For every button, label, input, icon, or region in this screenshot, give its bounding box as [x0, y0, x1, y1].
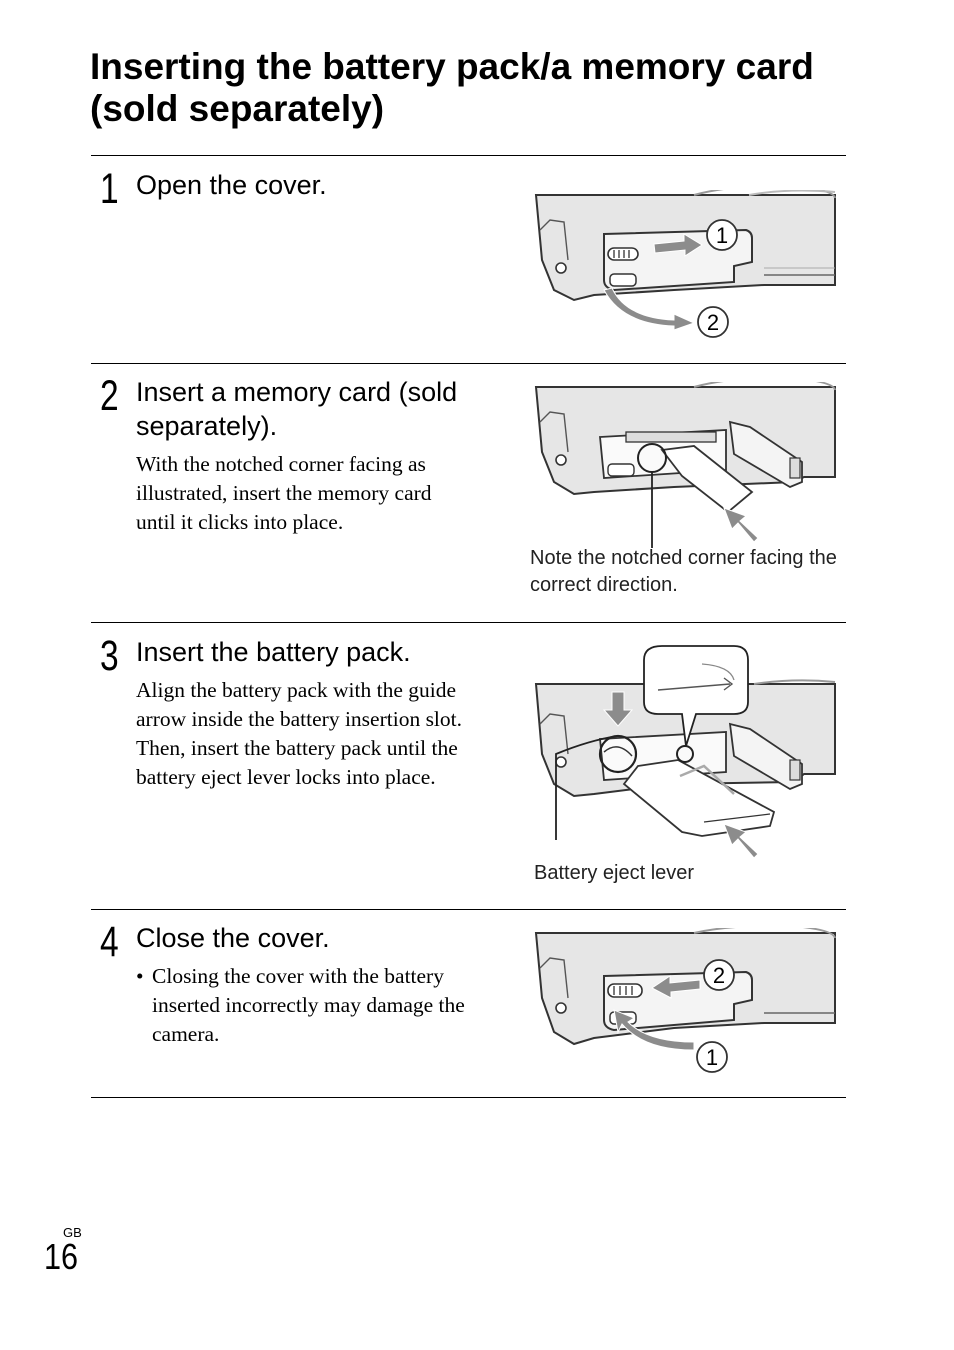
- step-4-notes: • Closing the cover with the battery ins…: [136, 962, 506, 1049]
- section-divider: [91, 1097, 846, 1098]
- callout-2: 2: [713, 963, 725, 988]
- list-item: • Closing the cover with the battery ins…: [136, 962, 506, 1049]
- insert-battery-illustration: [534, 645, 836, 859]
- insert-memory-card-illustration: [534, 382, 836, 548]
- section-divider: [91, 622, 846, 623]
- step-1-number: 1: [100, 165, 119, 213]
- step-2-heading: Insert a memory card (sold separately).: [136, 377, 458, 441]
- callout-1: 1: [706, 1045, 718, 1070]
- close-cover-illustration: 2 1: [534, 928, 836, 1073]
- step-3-body: Align the battery pack with the guide ar…: [136, 678, 463, 789]
- step-4-number: 4: [100, 918, 119, 966]
- region-label: GB: [63, 1225, 82, 1240]
- step-1-heading: Open the cover.: [136, 170, 327, 200]
- step-2-body: With the notched corner facing as illust…: [136, 452, 432, 534]
- page-number: 16: [44, 1236, 79, 1277]
- open-cover-illustration: 1 2: [534, 190, 836, 338]
- bullet-icon: •: [136, 964, 144, 988]
- callout-2: 2: [707, 310, 719, 335]
- notched-corner-caption: Note the notched corner facing the corre…: [530, 547, 837, 596]
- page-title: Inserting the battery pack/a memory card…: [90, 46, 814, 129]
- section-divider: [91, 363, 846, 364]
- callout-1: 1: [716, 223, 728, 248]
- section-divider: [91, 155, 846, 156]
- step-3-number: 3: [100, 632, 119, 680]
- step-2-number: 2: [100, 372, 119, 420]
- section-divider: [91, 909, 846, 910]
- step-4-note: Closing the cover with the battery inser…: [152, 964, 465, 1046]
- battery-eject-lever-caption: Battery eject lever: [534, 862, 695, 884]
- step-3-heading: Insert the battery pack.: [136, 637, 411, 667]
- step-4-heading: Close the cover.: [136, 923, 330, 953]
